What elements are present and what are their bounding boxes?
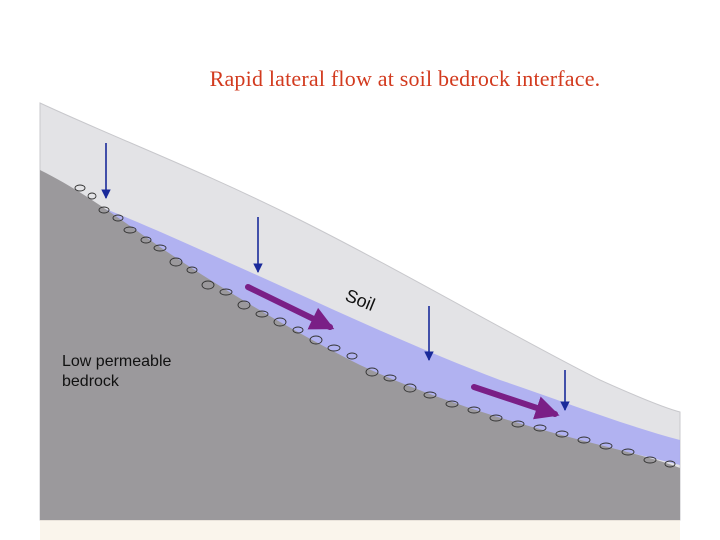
bedrock-label: Low permeable bedrock — [62, 352, 222, 392]
bedrock-label-line2: bedrock — [62, 372, 222, 392]
bottom-strip — [40, 520, 680, 540]
bedrock-label-line1: Low permeable — [62, 352, 222, 372]
